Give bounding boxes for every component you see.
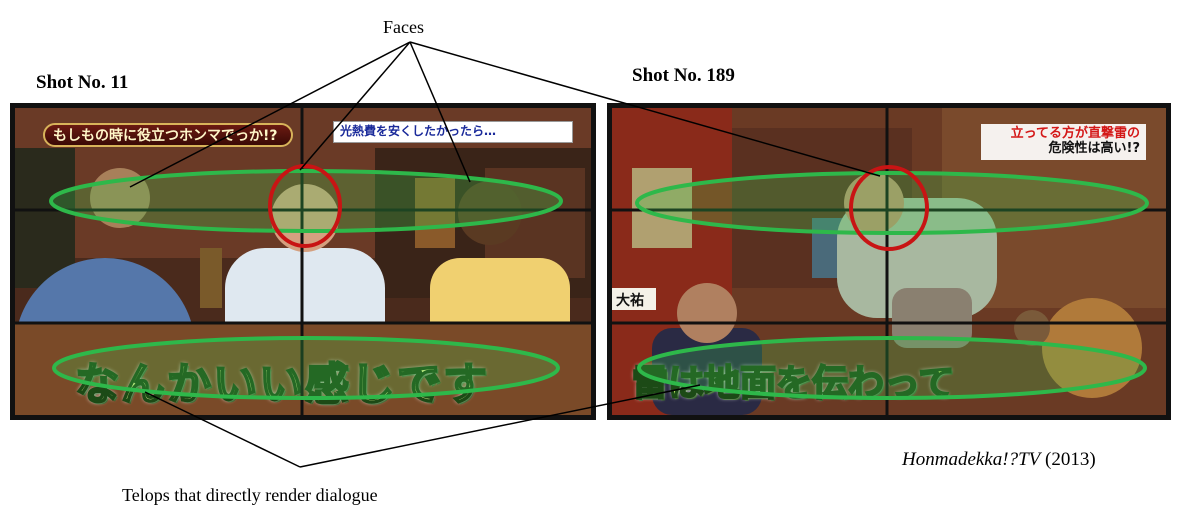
shot-189-label: Shot No. 189 bbox=[632, 65, 735, 86]
shot-189-frame: 大祐 立ってる方が直撃雷の 危険性は高い!? 雷は地面を伝わって bbox=[607, 103, 1171, 420]
name-tag: 大祐 bbox=[612, 288, 656, 310]
shot-11-label: Shot No. 11 bbox=[36, 72, 129, 93]
source-year: (2013) bbox=[1045, 449, 1096, 470]
dialogue-telop: なんかいい感じです bbox=[74, 358, 489, 411]
topic-banner-right: 立ってる方が直撃雷の 危険性は高い!? bbox=[981, 124, 1146, 160]
dialogue-telop-right: 雷は地面を伝わって bbox=[631, 362, 955, 405]
source-citation: Honmadekka!?TV (2013) bbox=[902, 450, 1096, 469]
topic-banner: 光熱費を安くしたかったら… bbox=[333, 121, 573, 143]
faces-label: Faces bbox=[383, 17, 424, 37]
banner-line-1: 立ってる方が直撃雷の bbox=[1010, 126, 1140, 141]
program-banner: もしもの時に役立つホンマでっか!? bbox=[43, 123, 293, 147]
shot-11-frame: もしもの時に役立つホンマでっか!? 光熱費を安くしたかったら… なんかいい感じで… bbox=[10, 103, 596, 420]
banner-line-2: 危険性は高い!? bbox=[1048, 140, 1140, 156]
telops-label: Telops that directly render dialogue bbox=[122, 485, 378, 505]
source-title: Honmadekka!?TV bbox=[902, 449, 1041, 470]
